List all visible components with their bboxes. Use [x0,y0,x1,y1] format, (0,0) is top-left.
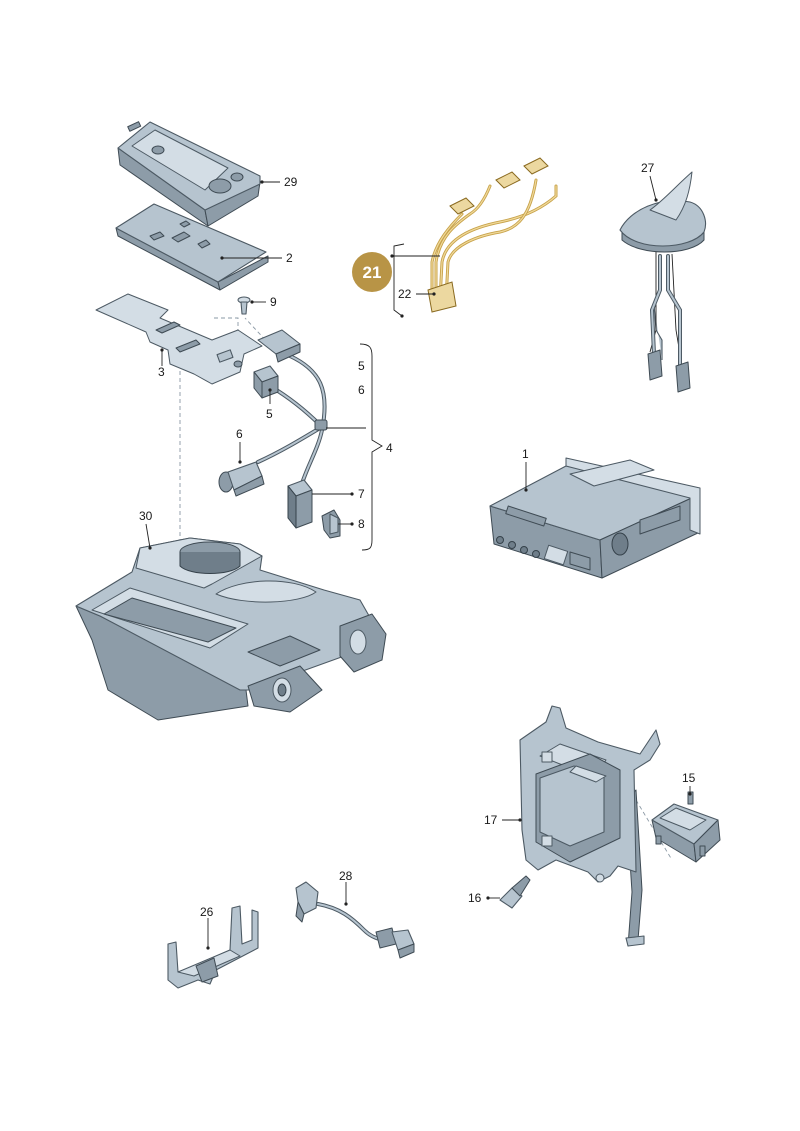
label-29: 29 [284,175,298,189]
label-8: 8 [358,517,365,531]
label-4: 4 [386,441,393,455]
part-26-retaining-clip [167,905,259,989]
label-1: 1 [522,447,529,461]
part-30-center-console [75,537,387,721]
label-2: 2 [286,251,293,265]
part-16-bolt [499,875,531,909]
label-6-group: 6 [358,383,365,397]
badge-label: 21 [363,263,382,282]
label-3: 3 [158,365,165,379]
part-21-wiring-set [427,157,558,313]
part-1-radio-unit [489,457,701,579]
label-30: 30 [139,509,153,523]
label-15: 15 [682,771,696,785]
part-17-mounting-bracket [519,705,661,947]
part-4-wiring-harness [218,329,341,539]
part-9-screw [237,296,251,315]
label-27: 27 [641,161,655,175]
label-7: 7 [358,487,365,501]
part-3-circuit-board [95,293,263,385]
label-5-group: 5 [358,359,365,373]
label-22: 22 [398,287,412,301]
label-26: 26 [200,905,214,919]
label-17: 17 [484,813,498,827]
part-number-labels: 29 2 9 3 5 6 5 6 4 7 8 22 27 1 30 15 17 … [139,161,696,919]
label-28: 28 [339,869,353,883]
label-5-connector: 5 [266,407,273,421]
label-16: 16 [468,891,482,905]
part-29-phone-cradle [117,121,261,227]
leader-lines [145,175,692,950]
part-15-control-module [651,791,721,863]
part-2-cover-plate [115,203,269,291]
label-9: 9 [270,295,277,309]
part-27-roof-antenna [619,171,707,393]
label-6-connector: 6 [236,427,243,441]
part-28-sensor-cable [295,881,415,959]
part-21-badge: 21 [352,252,392,292]
